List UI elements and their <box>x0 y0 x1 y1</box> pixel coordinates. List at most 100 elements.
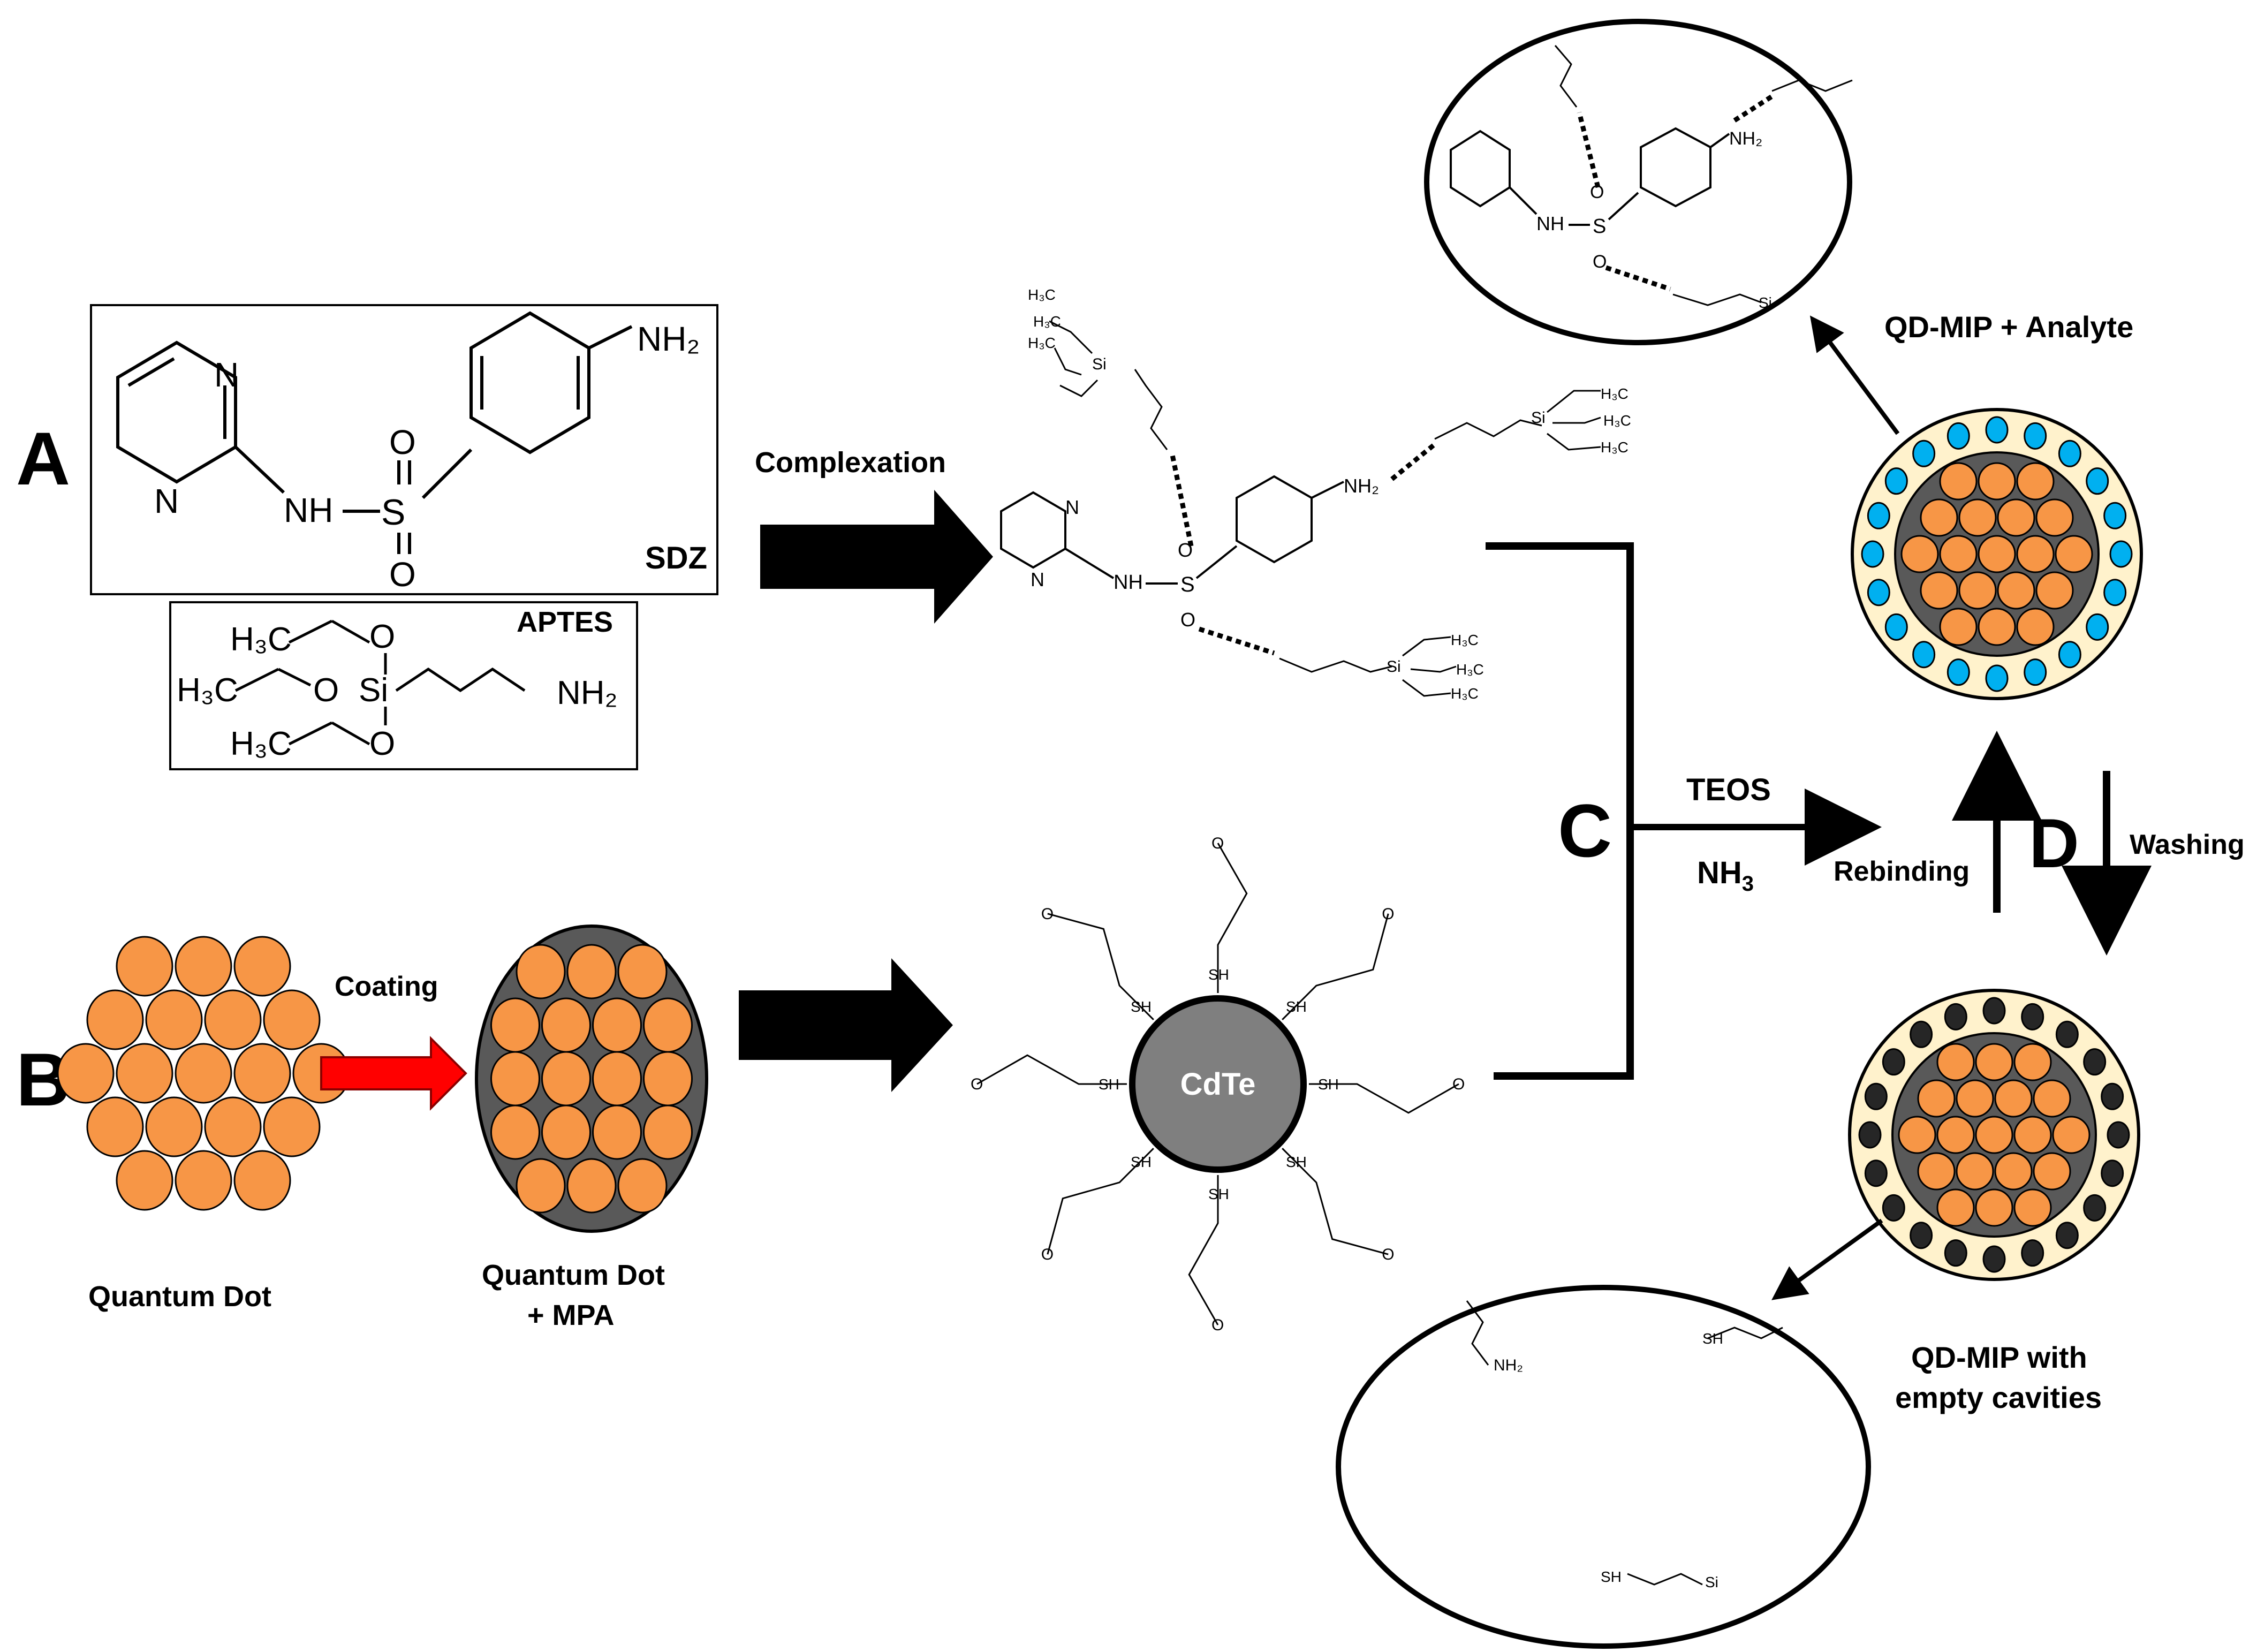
qd-sphere <box>541 1104 591 1160</box>
empty-cavity <box>1982 1245 2006 1273</box>
mpa-ligand <box>1282 913 1389 1020</box>
analyte-site <box>2024 658 2047 686</box>
qd-sphere <box>490 1104 540 1160</box>
qd-sphere <box>1994 1152 2033 1191</box>
empty-cavity <box>1864 1160 1888 1187</box>
mpa-ligand <box>1217 843 1248 993</box>
aptes-o-1: O <box>369 618 395 655</box>
qd-sphere <box>2013 1188 2052 1227</box>
empty-cavity <box>1944 1003 1967 1030</box>
empty-cavity <box>2107 1121 2130 1149</box>
analyte-site <box>1867 502 1890 529</box>
complex-o-2: O <box>1180 609 1195 631</box>
qd-sphere <box>116 1043 173 1104</box>
qd-sphere <box>1936 1188 1975 1227</box>
qd-sphere <box>233 1150 291 1211</box>
sdz-name: SDZ <box>645 541 707 575</box>
empty-cavity <box>2101 1160 2124 1187</box>
qd-mip-empty-label-line1: QD-MIP with <box>1911 1340 2087 1374</box>
qd-sphere <box>1975 1188 2013 1227</box>
analyte-site <box>1884 613 1908 641</box>
qd-sphere <box>2033 1079 2071 1118</box>
rebinding-label: Rebinding <box>1834 856 1970 887</box>
sdz-s: S <box>381 492 405 533</box>
thiol-label: SH <box>1286 998 1307 1015</box>
qd-sphere <box>263 989 321 1050</box>
cdte-label: CdTe <box>1180 1067 1256 1102</box>
empty-cavity <box>1944 1239 1967 1267</box>
qd-sphere <box>617 944 668 999</box>
quantum-dot-label: Quantum Dot <box>88 1280 271 1313</box>
qd-sphere <box>592 997 642 1053</box>
qd-sphere <box>490 1051 540 1107</box>
qd-sphere <box>643 1104 693 1160</box>
thiol-label: SH <box>1131 998 1152 1015</box>
qd-sphere <box>2013 1116 2052 1154</box>
complex-h3c-1: H₃C <box>1028 286 1056 303</box>
aptes-o-3: O <box>369 725 395 762</box>
qd-sphere <box>145 1096 203 1157</box>
qd-mip-analyte-label: QD-MIP + Analyte <box>1884 310 2133 344</box>
section-label-c: C <box>1558 789 1612 873</box>
qd-sphere <box>86 989 144 1050</box>
empty-cavity <box>1910 1222 1933 1249</box>
teos-label: TEOS <box>1686 772 1771 807</box>
qd-sphere <box>175 1150 232 1211</box>
zoom-top-nh2: NH₂ <box>1729 128 1762 149</box>
qd-sphere <box>2016 535 2055 573</box>
thiol-label: SH <box>1208 966 1229 983</box>
qd-sphere <box>1917 1079 1956 1118</box>
qd-sphere <box>1936 1116 1975 1154</box>
empty-cavity <box>2083 1048 2107 1076</box>
carboxylate-label: O <box>1211 835 1224 852</box>
aptes-h3c-3: H₃C <box>230 725 292 762</box>
aptes-o-2: O <box>313 672 339 709</box>
qd-sphere <box>1994 1079 2033 1118</box>
analyte-site <box>1912 439 1936 467</box>
qd-sphere <box>1978 462 2016 501</box>
zoom-bottom-nh2: NH₂ <box>1494 1357 1523 1374</box>
complex-h3c-3: H₃C <box>1028 335 1056 351</box>
empty-cavity <box>2055 1020 2079 1048</box>
qd-mpa-label-line2: + MPA <box>527 1299 615 1331</box>
complex-h3c-4: H₃C <box>1601 385 1629 402</box>
zoom-view-empty: NH₂ SH SH Si <box>1336 1285 1871 1649</box>
analyte-site <box>1884 467 1908 495</box>
qd-sphere <box>1978 535 2016 573</box>
complex-h3c-5: H₃C <box>1603 412 1631 429</box>
mpa-ligand <box>976 1054 1127 1085</box>
aptes-h3c-2: H₃C <box>177 672 238 709</box>
qd-sphere <box>233 936 291 997</box>
sdz-o-bottom: O <box>389 555 416 594</box>
carboxylate-label: O <box>1382 905 1394 923</box>
mpa-ligand <box>1282 1148 1389 1255</box>
zoom-bottom-sh-1: SH <box>1702 1330 1723 1347</box>
empty-cavity <box>2021 1003 2044 1030</box>
section-label-d: D <box>2029 804 2079 882</box>
zoom-top-nh: NH <box>1536 213 1564 234</box>
qd-sphere <box>57 1043 115 1104</box>
qd-sphere <box>1978 608 2016 646</box>
coating-arrow[interactable] <box>320 1036 467 1111</box>
zoom-top-s: S <box>1593 215 1606 238</box>
qd-sphere <box>116 936 173 997</box>
qd-sphere <box>541 1051 591 1107</box>
zoom-view-bound: NH S O O NH₂ Si <box>1424 19 1853 345</box>
empty-cavity <box>1882 1048 1905 1076</box>
qd-sphere <box>204 989 262 1050</box>
mpa-ligand <box>1047 1148 1154 1255</box>
qd-sphere <box>263 1096 321 1157</box>
complex-h3c-8: H₃C <box>1456 661 1484 678</box>
qd-sphere <box>566 944 617 999</box>
carboxylate-label: O <box>1041 905 1054 923</box>
complex-n-2: N <box>1031 569 1044 590</box>
sdz-n-bottom: N <box>154 482 179 520</box>
qd-sphere <box>2035 571 2074 610</box>
aptes-structure: APTES H₃C O H₃C O Si NH₂ H₃C O <box>169 601 638 770</box>
qd-sphere <box>1920 571 1958 610</box>
complex-h3c-9: H₃C <box>1451 685 1479 702</box>
qd-sphere <box>2052 1116 2091 1154</box>
nh3-label: NH3 <box>1697 855 1754 896</box>
qd-mip-empty <box>1848 989 2140 1281</box>
analyte-site <box>1985 416 2009 444</box>
